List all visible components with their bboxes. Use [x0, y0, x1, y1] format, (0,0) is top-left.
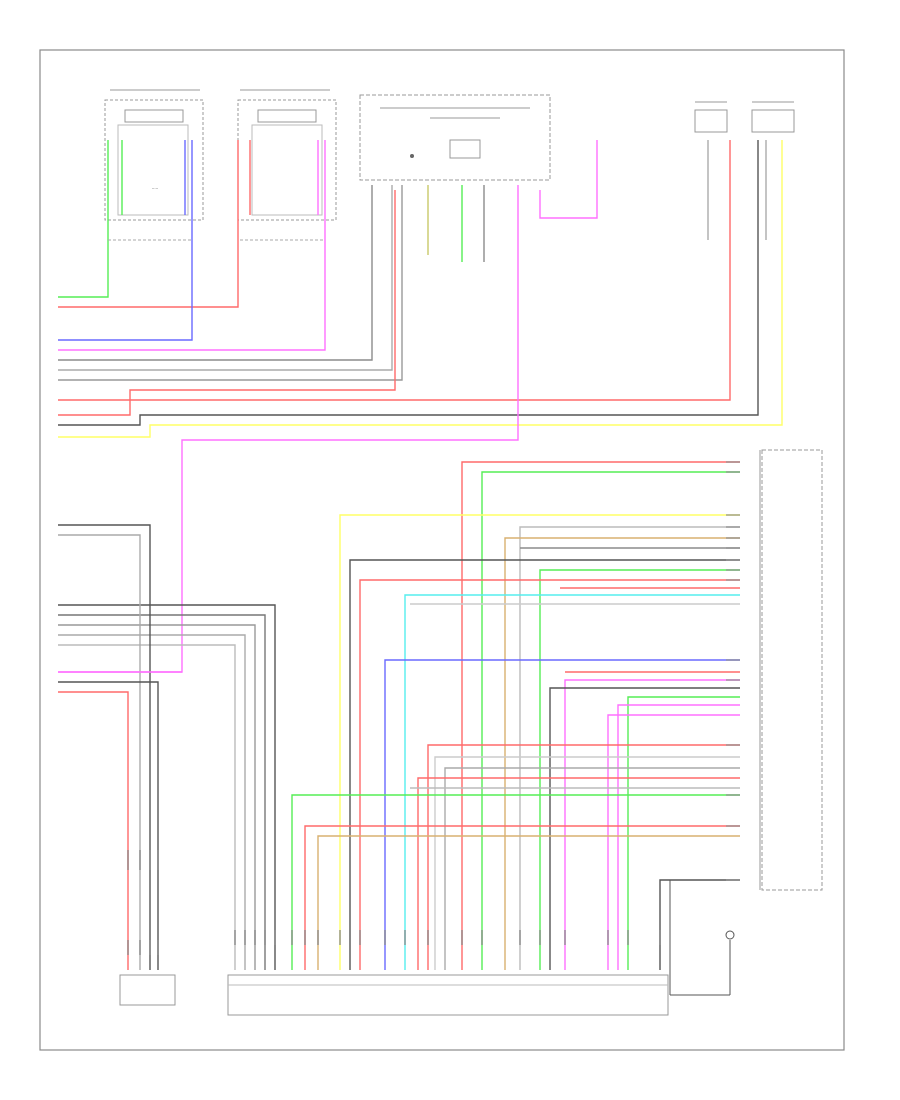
- top-right-component-1: [694, 101, 728, 133]
- svg-text:·····: ·····: [152, 186, 158, 191]
- right-block-pins: [726, 461, 740, 881]
- upper-wiring: [58, 140, 783, 673]
- top-center-junction-box: [359, 94, 551, 181]
- left-bottom-module: [119, 974, 176, 1006]
- right-rear-speaker-top: [237, 89, 337, 221]
- top-right-component-2: [751, 101, 795, 133]
- left-module-pins: [127, 850, 159, 955]
- bottom-connector-pins: [234, 930, 661, 945]
- ground-symbol: [669, 880, 735, 996]
- lower-wiring: [58, 461, 740, 970]
- diagram-frame: [39, 49, 845, 1051]
- right-connector-block: [759, 449, 823, 891]
- bottom-main-connector: [227, 974, 669, 1016]
- left-rear-speaker-top: ·····: [104, 89, 204, 221]
